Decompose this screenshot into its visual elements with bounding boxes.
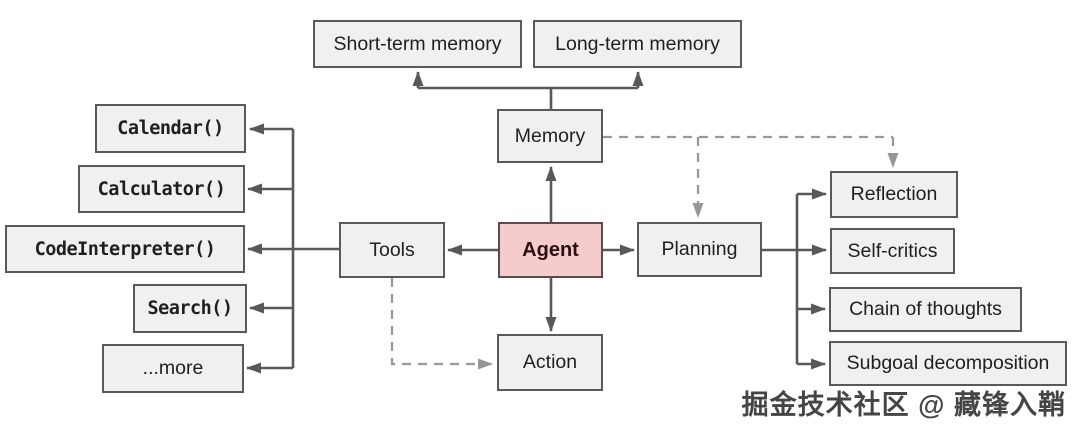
node-tools: Tools — [339, 222, 445, 278]
watermark-text: 掘金技术社区 @ 藏锋入鞘 — [741, 390, 1066, 420]
node-short-term-memory: Short-term memory — [313, 20, 522, 68]
node-long-term-memory: Long-term memory — [533, 20, 742, 68]
node-subgoal-decomposition: Subgoal decomposition — [829, 341, 1067, 386]
node-calculator: Calculator() — [78, 165, 245, 213]
edge-tools-action-dashed — [390, 278, 493, 370]
node-memory: Memory — [497, 109, 603, 163]
node-planning: Planning — [637, 222, 762, 277]
node-code-interpreter: CodeInterpreter() — [5, 225, 245, 273]
node-agent: Agent — [498, 222, 603, 278]
edge-tools-trunk — [291, 129, 339, 368]
node-reflection: Reflection — [830, 171, 958, 218]
node-action: Action — [497, 334, 603, 391]
node-chain-of-thoughts: Chain of thoughts — [829, 287, 1022, 332]
node-calendar: Calendar() — [95, 104, 246, 153]
edge-memory-branch — [418, 86, 638, 109]
node-more-tools: ...more — [102, 344, 244, 393]
node-search: Search() — [133, 284, 247, 333]
node-self-critics: Self-critics — [830, 228, 955, 274]
edge-planning-trunk — [762, 194, 799, 364]
